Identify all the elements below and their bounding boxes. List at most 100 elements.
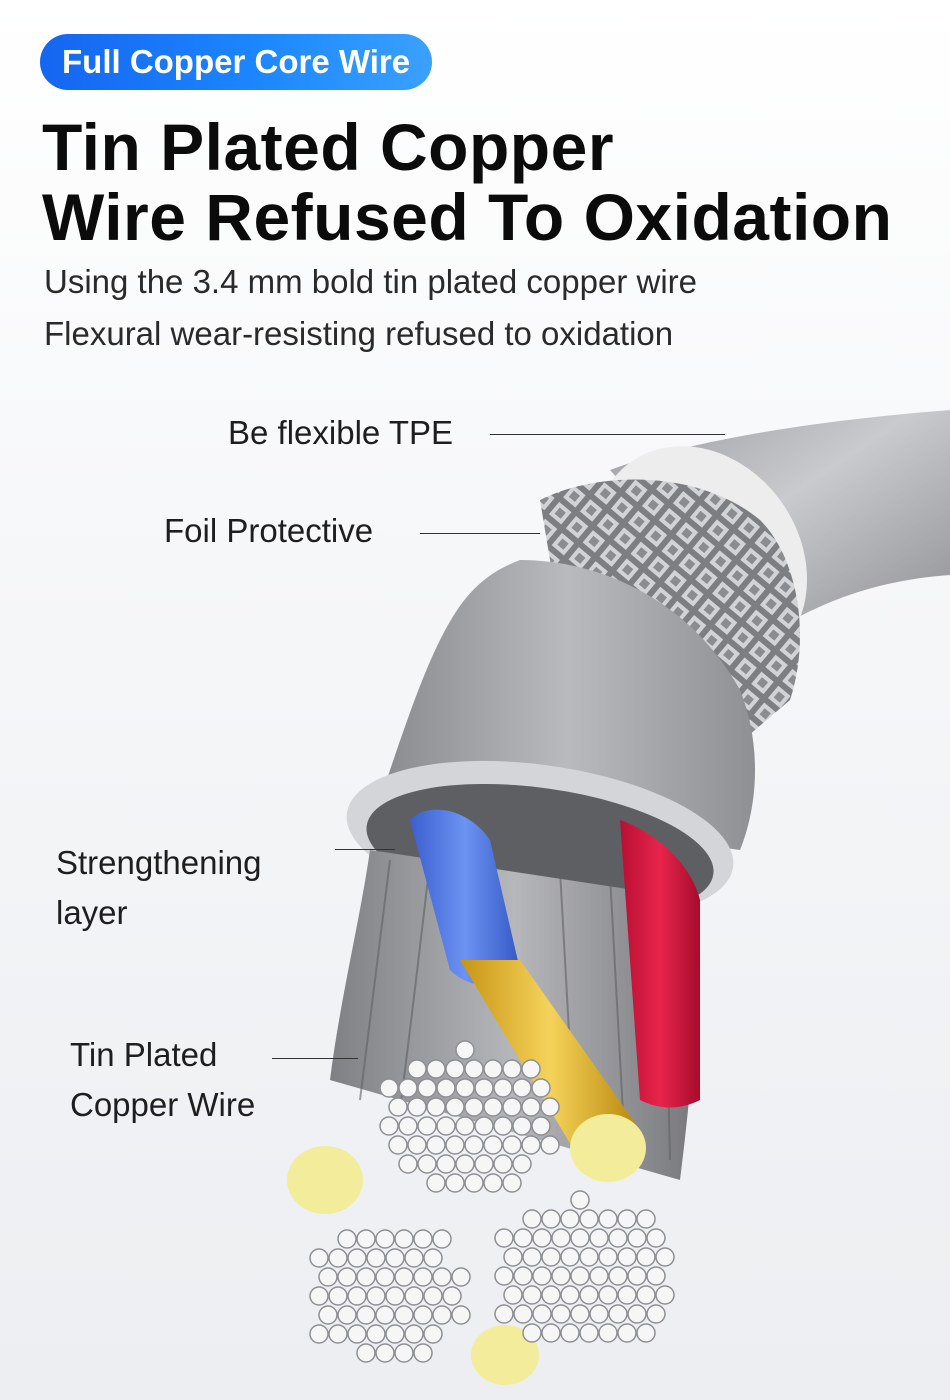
copper-strand — [432, 1305, 452, 1325]
callout-strengthening-line-1: Strengthening — [56, 844, 262, 881]
copper-strand — [579, 1247, 599, 1267]
copper-strand — [398, 1078, 418, 1098]
copper-strand — [436, 1116, 456, 1136]
copper-strand — [451, 1267, 471, 1287]
copper-strand — [598, 1285, 618, 1305]
callout-tpe: Be flexible TPE — [228, 414, 454, 451]
copper-strand — [570, 1266, 590, 1286]
copper-strand — [385, 1248, 405, 1268]
copper-strand — [445, 1097, 465, 1117]
copper-strand — [394, 1229, 414, 1249]
copper-strand — [617, 1209, 637, 1229]
copper-strand — [423, 1324, 443, 1344]
copper-strand — [531, 1116, 551, 1136]
copper-strand — [347, 1286, 367, 1306]
callout-foil: Foil Protective — [164, 512, 374, 549]
callout-copper: Tin Plated Copper Wire — [70, 1030, 255, 1130]
copper-strand — [636, 1209, 656, 1229]
copper-strand — [636, 1247, 656, 1267]
copper-strand — [513, 1228, 533, 1248]
copper-strand — [445, 1135, 465, 1155]
copper-strand — [423, 1248, 443, 1268]
left-core-end — [287, 1146, 363, 1214]
copper-strand — [522, 1247, 542, 1267]
copper-strand — [513, 1266, 533, 1286]
callout-strengthening-line-2: layer — [56, 894, 128, 931]
copper-strand — [502, 1135, 522, 1155]
copper-strand — [328, 1248, 348, 1268]
copper-strand — [337, 1229, 357, 1249]
headline-line-1: Tin Plated Copper — [42, 110, 615, 184]
leader-line-foil — [420, 533, 540, 534]
subtitle-line-2: Flexural wear-resisting refused to oxida… — [44, 315, 674, 352]
cable-cross-section-illustration — [287, 410, 950, 1385]
copper-strand — [404, 1286, 424, 1306]
copper-strand — [426, 1097, 446, 1117]
copper-strand — [417, 1078, 437, 1098]
copper-strand — [608, 1304, 628, 1324]
copper-strand — [318, 1267, 338, 1287]
callout-copper-line-2: Copper Wire — [70, 1086, 256, 1123]
copper-strand — [483, 1135, 503, 1155]
copper-strand — [560, 1323, 580, 1343]
copper-strand — [455, 1078, 475, 1098]
copper-strand — [636, 1285, 656, 1305]
copper-strand — [598, 1247, 618, 1267]
copper-strand — [512, 1078, 532, 1098]
copper-strand — [407, 1097, 427, 1117]
copper-strand — [413, 1343, 433, 1363]
copper-strand — [521, 1097, 541, 1117]
copper-strand — [375, 1305, 395, 1325]
copper-strand — [541, 1285, 561, 1305]
copper-strand — [451, 1305, 471, 1325]
copper-strand — [426, 1173, 446, 1193]
copper-strand — [347, 1248, 367, 1268]
copper-strand — [366, 1324, 386, 1344]
copper-strand — [532, 1304, 552, 1324]
copper-strand — [627, 1228, 647, 1248]
copper-strand — [394, 1267, 414, 1287]
headline: Tin Plated Copper Wire Refused To Oxidat… — [42, 112, 892, 252]
copper-strand — [445, 1173, 465, 1193]
copper-strand — [375, 1267, 395, 1287]
copper-strand — [655, 1247, 675, 1267]
copper-strand — [503, 1247, 523, 1267]
copper-strand — [570, 1228, 590, 1248]
copper-strand — [551, 1266, 571, 1286]
leader-line-tpe — [490, 434, 725, 435]
subtitle-line-1: Using the 3.4 mm bold tin plated copper … — [44, 263, 698, 300]
copper-strand — [464, 1135, 484, 1155]
callout-copper-line-1: Tin Plated — [70, 1036, 218, 1073]
copper-strand — [493, 1116, 513, 1136]
copper-strand — [589, 1304, 609, 1324]
copper-strand — [551, 1304, 571, 1324]
gold-core-end — [570, 1114, 646, 1182]
copper-strand — [521, 1135, 541, 1155]
copper-strand — [375, 1229, 395, 1249]
copper-strand — [579, 1323, 599, 1343]
copper-strand — [493, 1078, 513, 1098]
copper-strand — [598, 1323, 618, 1343]
copper-strand — [404, 1324, 424, 1344]
copper-strand — [309, 1286, 329, 1306]
copper-strand — [328, 1286, 348, 1306]
copper-strand — [417, 1116, 437, 1136]
copper-strand — [436, 1078, 456, 1098]
copper-strand — [655, 1285, 675, 1305]
copper-strand — [423, 1286, 443, 1306]
copper-strand — [474, 1154, 494, 1174]
copper-strand — [522, 1323, 542, 1343]
copper-strand — [617, 1323, 637, 1343]
red-insulated-wire — [620, 820, 700, 1108]
copper-strand — [455, 1154, 475, 1174]
copper-strand — [541, 1247, 561, 1267]
copper-strand — [570, 1304, 590, 1324]
copper-strand — [398, 1116, 418, 1136]
copper-strand — [560, 1209, 580, 1229]
copper-strand — [347, 1324, 367, 1344]
copper-strand — [560, 1247, 580, 1267]
copper-strand — [388, 1097, 408, 1117]
copper-strand — [309, 1248, 329, 1268]
copper-strand — [413, 1229, 433, 1249]
copper-strand — [385, 1324, 405, 1344]
